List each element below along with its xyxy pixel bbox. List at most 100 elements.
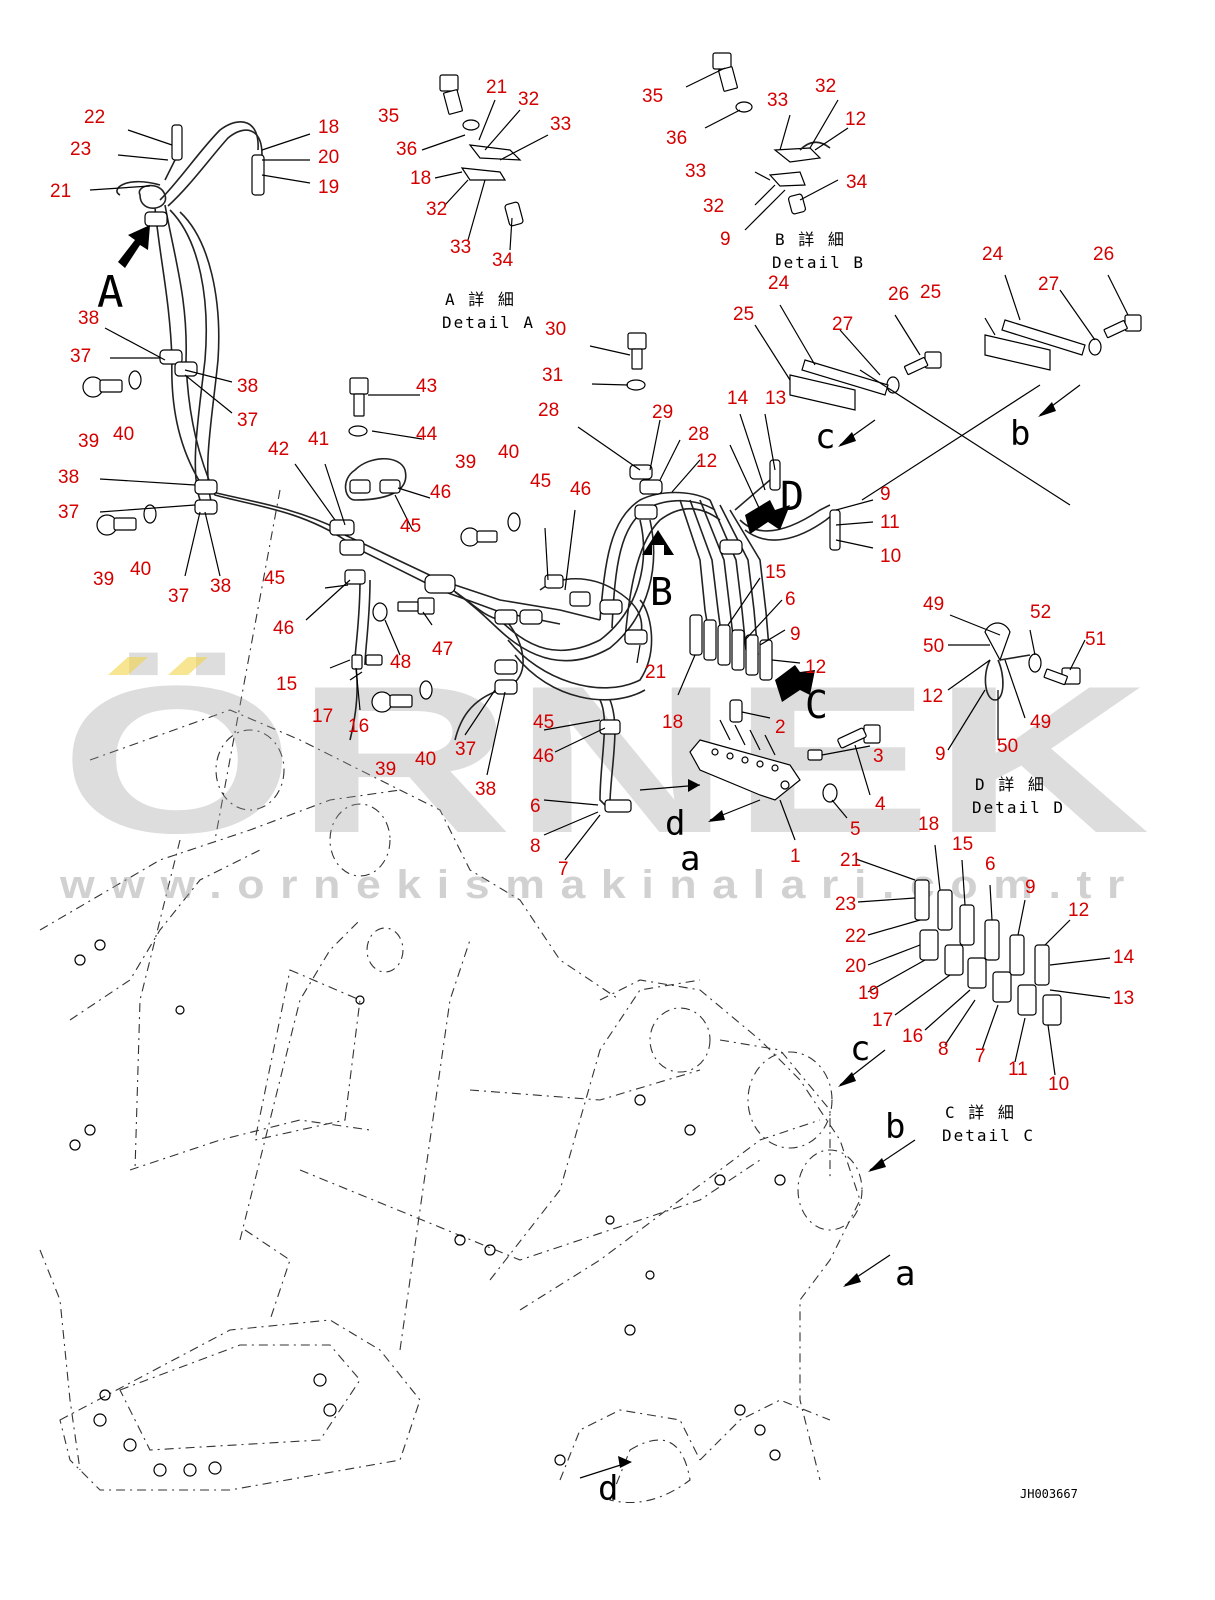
callout-number: 38 [78,308,99,329]
callout-number: 39 [78,431,99,452]
clamps [144,124,841,813]
callout-number: 32 [426,199,447,220]
fasteners [82,314,1142,803]
callout-number: 49 [923,594,944,615]
callout-number: 26 [1093,244,1114,265]
callout-number: 30 [545,319,566,340]
callout-number: 33 [685,161,706,182]
callout-number: 38 [58,467,79,488]
callout-number: 25 [920,282,941,303]
detail-c-caption-jp: C 詳 細 [945,1103,1016,1122]
callout-number: 35 [378,106,399,127]
callout-number: 7 [558,859,569,880]
view-letter-a-2: a [895,1254,915,1294]
watermark-brand: ÖRNEK [60,642,1150,877]
detail-a-caption-en: Detail A [442,313,535,332]
callout-number: 48 [390,652,411,673]
callout-number: 43 [416,376,437,397]
callout-number: 6 [985,854,996,875]
detail-c-caption-en: Detail C [942,1126,1035,1145]
view-letter-d-2: d [598,1469,618,1509]
callout-number: 1 [790,846,801,867]
callout-number: 37 [70,346,91,367]
callout-number: 33 [450,237,471,258]
callout-number: 37 [168,586,189,607]
callout-number: 17 [312,706,333,727]
watermark-url: www.ornekismakinalari.com.tr [59,863,1140,907]
view-letter-a: a [680,839,700,879]
callout-number: 49 [1030,712,1051,733]
callout-number: 17 [872,1010,893,1031]
callout-number: 32 [815,76,836,97]
callout-number: 40 [498,442,519,463]
callout-number: 35 [642,86,663,107]
callout-number: 50 [923,636,944,657]
callout-number: 45 [400,516,421,537]
callout-number: 36 [666,128,687,149]
callout-number: 21 [486,77,507,98]
view-letter-b: b [1010,414,1030,454]
callout-number: 28 [538,400,559,421]
callout-number: 46 [273,618,294,639]
callout-number: 12 [805,657,826,678]
callout-number: 7 [975,1046,986,1067]
callout-number: 10 [1048,1074,1069,1095]
callout-number: 15 [765,562,786,583]
callout-number: 46 [533,746,554,767]
detail-b-parts [712,52,831,215]
callout-number: 34 [492,250,514,271]
callout-number: 12 [696,451,717,472]
callout-number: 45 [264,568,285,589]
bolt-holes [69,939,786,1477]
view-letter-c-2: c [850,1029,870,1069]
callout-number: 23 [70,139,91,160]
callout-number: 38 [237,376,258,397]
callout-number: 11 [880,512,900,533]
callout-number: 8 [938,1039,949,1060]
callout-number: 3 [873,746,884,767]
callout-number: 50 [997,736,1018,757]
callout-number: 34 [846,172,868,193]
detail-a-caption-jp: A 詳 細 [445,290,516,309]
view-letter-A: A [97,267,124,318]
view-letter-d: d [665,804,685,844]
callout-number: 22 [845,926,866,947]
callout-number: 14 [727,388,749,409]
part-callouts: 22 23 21 18 20 19 35 21 32 33 36 18 32 3… [50,76,1135,1095]
view-letter-B: B [650,570,673,614]
callout-number: 12 [1068,900,1089,921]
callout-number: 25 [733,304,754,325]
detail-captions: A 詳 細 Detail A B 詳 細 Detail B C 詳 細 Deta… [442,230,1078,1501]
callout-number: 9 [790,624,801,645]
callout-number: 38 [475,779,496,800]
callout-number: 39 [375,759,396,780]
callout-number: 44 [416,424,438,445]
callout-number: 21 [840,850,861,871]
detail-b-caption-jp: B 詳 細 [775,230,846,249]
detail-bc-brackets [789,319,1086,411]
callout-number: 31 [542,365,563,386]
callout-number: 14 [1113,947,1135,968]
callout-number: 47 [432,639,453,660]
callout-number: 38 [210,576,231,597]
callout-number: 24 [768,273,790,294]
detail-d-caption-en: Detail D [972,798,1065,817]
callout-number: 28 [688,424,709,445]
callout-number: 18 [918,814,939,835]
callout-number: 20 [845,956,866,977]
callout-number: 23 [835,894,856,915]
callout-number: 13 [1113,988,1134,1009]
callout-number: 41 [308,429,329,450]
detail-a-parts [439,74,524,227]
callout-number: 32 [518,89,539,110]
detail-d-parts [984,622,1031,701]
callout-number: 9 [1025,877,1036,898]
callout-number: 36 [396,139,417,160]
hose-assembly [116,121,837,811]
view-letter-labels: A B C D a a b b c c d d [97,267,1030,1509]
callout-number: 18 [662,712,683,733]
frame-outline [39,489,863,1503]
callout-number: 15 [276,674,297,695]
